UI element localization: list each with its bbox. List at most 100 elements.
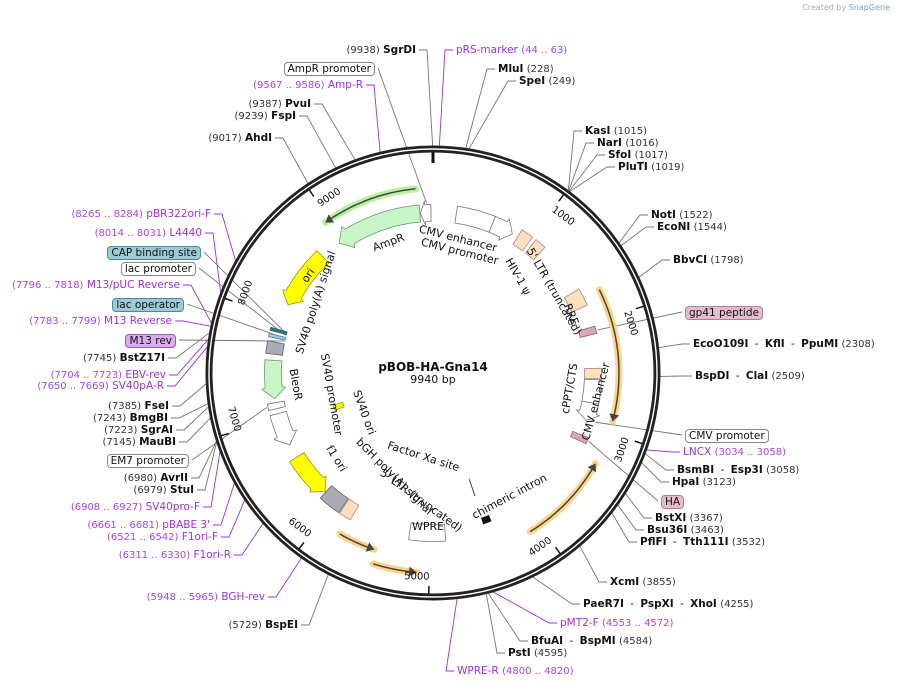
enzyme-site-label: BbvCI (1798) [673, 254, 744, 267]
callout-line [377, 67, 427, 204]
enzyme-position: (9017) [208, 133, 242, 144]
enzyme-position: (7243) [93, 413, 127, 424]
enzyme-name: BsmBI [677, 464, 715, 476]
enzyme-site-label: (7223) SgrAI [104, 424, 173, 437]
feature-cmv-promoter [488, 215, 513, 241]
enzyme-site-label: (7385) FseI [108, 400, 169, 413]
primer-range: (6908 .. 6927) [70, 502, 143, 513]
primer-name: WPRE-R [457, 665, 499, 677]
primer-name: M13/pUC Reverse [86, 279, 180, 291]
enzyme-name: PluTI [618, 161, 648, 173]
tick-label: 5000 [404, 571, 430, 582]
tick-mark [558, 194, 565, 202]
leader-line [169, 337, 211, 376]
enzyme-name: NarI [597, 137, 622, 149]
watermark-prefix: Created by [802, 3, 847, 12]
enzyme-separator: - [732, 370, 743, 382]
primer-range: (6311 .. 6330) [118, 550, 191, 561]
primer-name: BGH-rev [221, 591, 265, 603]
enzyme-site-label: (9387) PvuI [248, 98, 311, 111]
leader-line [172, 382, 208, 407]
feature-callout-ampr-promoter: AmpR promoter [283, 62, 375, 76]
enzyme-name: SgrDI [383, 44, 416, 56]
primer-label: (7704 .. 7723) EBV-rev [51, 369, 166, 382]
orf-arrowhead [365, 542, 375, 552]
enzyme-position: (3463) [690, 525, 724, 536]
primer-label: (7796 .. 7818) M13/pUC Reverse [12, 279, 180, 292]
leader-line [618, 214, 648, 245]
enzyme-name: BspDI [695, 370, 730, 382]
enzyme-name: NotI [651, 209, 676, 221]
enzyme-site-label: BsmBI - Esp3I (3058) [677, 464, 799, 477]
primer-range: (8014 .. 8031) [94, 228, 167, 239]
leader-line [637, 259, 670, 279]
enzyme-name: EcoO109I [693, 338, 749, 350]
feature-ha [569, 430, 589, 445]
primer-label: (9567 .. 9586) Amp-R [253, 79, 363, 92]
plasmid-length: 9940 bp [410, 373, 456, 386]
primer-range: (6661 .. 6681) [87, 520, 159, 531]
enzyme-name: SpeI [519, 75, 546, 87]
primer-range: (7704 .. 7723) [50, 370, 123, 381]
leader-line [644, 452, 674, 471]
leader-line [468, 80, 516, 151]
enzyme-position: (7145) [102, 437, 136, 448]
leader-line [214, 213, 237, 263]
enzyme-position: (1015) [613, 126, 647, 137]
tick-label: 8000 [236, 279, 255, 307]
primer-label: pRS-marker (44 .. 63) [456, 44, 567, 57]
tick-mark [224, 297, 233, 302]
callout-line [178, 339, 285, 342]
feature-cppt-cts [584, 367, 602, 380]
factor-xa-site-mark [468, 478, 476, 497]
primer-name: F1ori-F [181, 531, 218, 543]
leader-line [268, 556, 303, 598]
enzyme-name: BfuAI [531, 635, 564, 647]
enzyme-site-label: EcoO109I - KflI - PpuMI (2308) [693, 338, 875, 351]
orf-arrowhead [587, 463, 597, 473]
orf-arcs [322, 185, 623, 577]
feature-gp41-peptide [577, 325, 598, 338]
feature-bgh-poly-a-signal [319, 485, 349, 514]
enzyme-name: Bsu36I [647, 524, 688, 536]
enzyme-position: (1019) [651, 162, 685, 173]
enzyme-site-label: NarI (1016) [597, 137, 659, 150]
enzyme-position: (2308) [841, 339, 875, 350]
primer-range: (7650 .. 7669) [37, 381, 109, 392]
feature-cap-binding-site [269, 326, 288, 335]
enzyme-separator: - [669, 536, 681, 548]
enzyme-position: (1016) [625, 138, 659, 149]
orf-arrowhead [609, 413, 620, 422]
tick-mark [635, 305, 644, 310]
leader-line [579, 544, 607, 583]
enzyme-name: SfoI [608, 149, 632, 161]
primer-label: (6661 .. 6681) pBABE 3' [87, 519, 210, 532]
backbone-inner-line [208, 148, 658, 598]
leader-lines [167, 49, 692, 672]
enzyme-site-label: KasI (1015) [585, 125, 647, 138]
watermark-brand: SnapGene [848, 3, 890, 12]
enzyme-position: (2509) [771, 371, 805, 382]
feature-callout-em7-promoter: EM7 promoter [106, 454, 189, 468]
primer-label: (6521 .. 6542) F1ori-F [107, 531, 218, 544]
primer-name: pRS-marker [456, 44, 518, 56]
enzyme-name: AhdI [244, 132, 272, 144]
enzyme-position: (7745) [82, 353, 117, 364]
orf-line [325, 188, 416, 224]
feature-f1-ori [289, 452, 327, 493]
primer-label: (5948 .. 5965) BGH-rev [147, 591, 265, 604]
feature-ori [282, 250, 330, 306]
tick-label: 2000 [621, 310, 639, 338]
orf-line [598, 289, 620, 422]
orf-line [529, 463, 597, 533]
leader-line [213, 481, 236, 526]
leader-line [491, 590, 557, 624]
leader-line [465, 68, 495, 150]
primer-name: SV40pA-R [112, 380, 164, 392]
feature-label-wpre: WPRE [412, 520, 445, 533]
enzyme-separator: - [717, 464, 728, 476]
primer-range: (44 .. 63) [521, 45, 568, 56]
enzyme-position: (1544) [693, 222, 727, 233]
enzyme-name: BspMI [579, 635, 616, 647]
enzyme-position: (4595) [534, 648, 568, 659]
